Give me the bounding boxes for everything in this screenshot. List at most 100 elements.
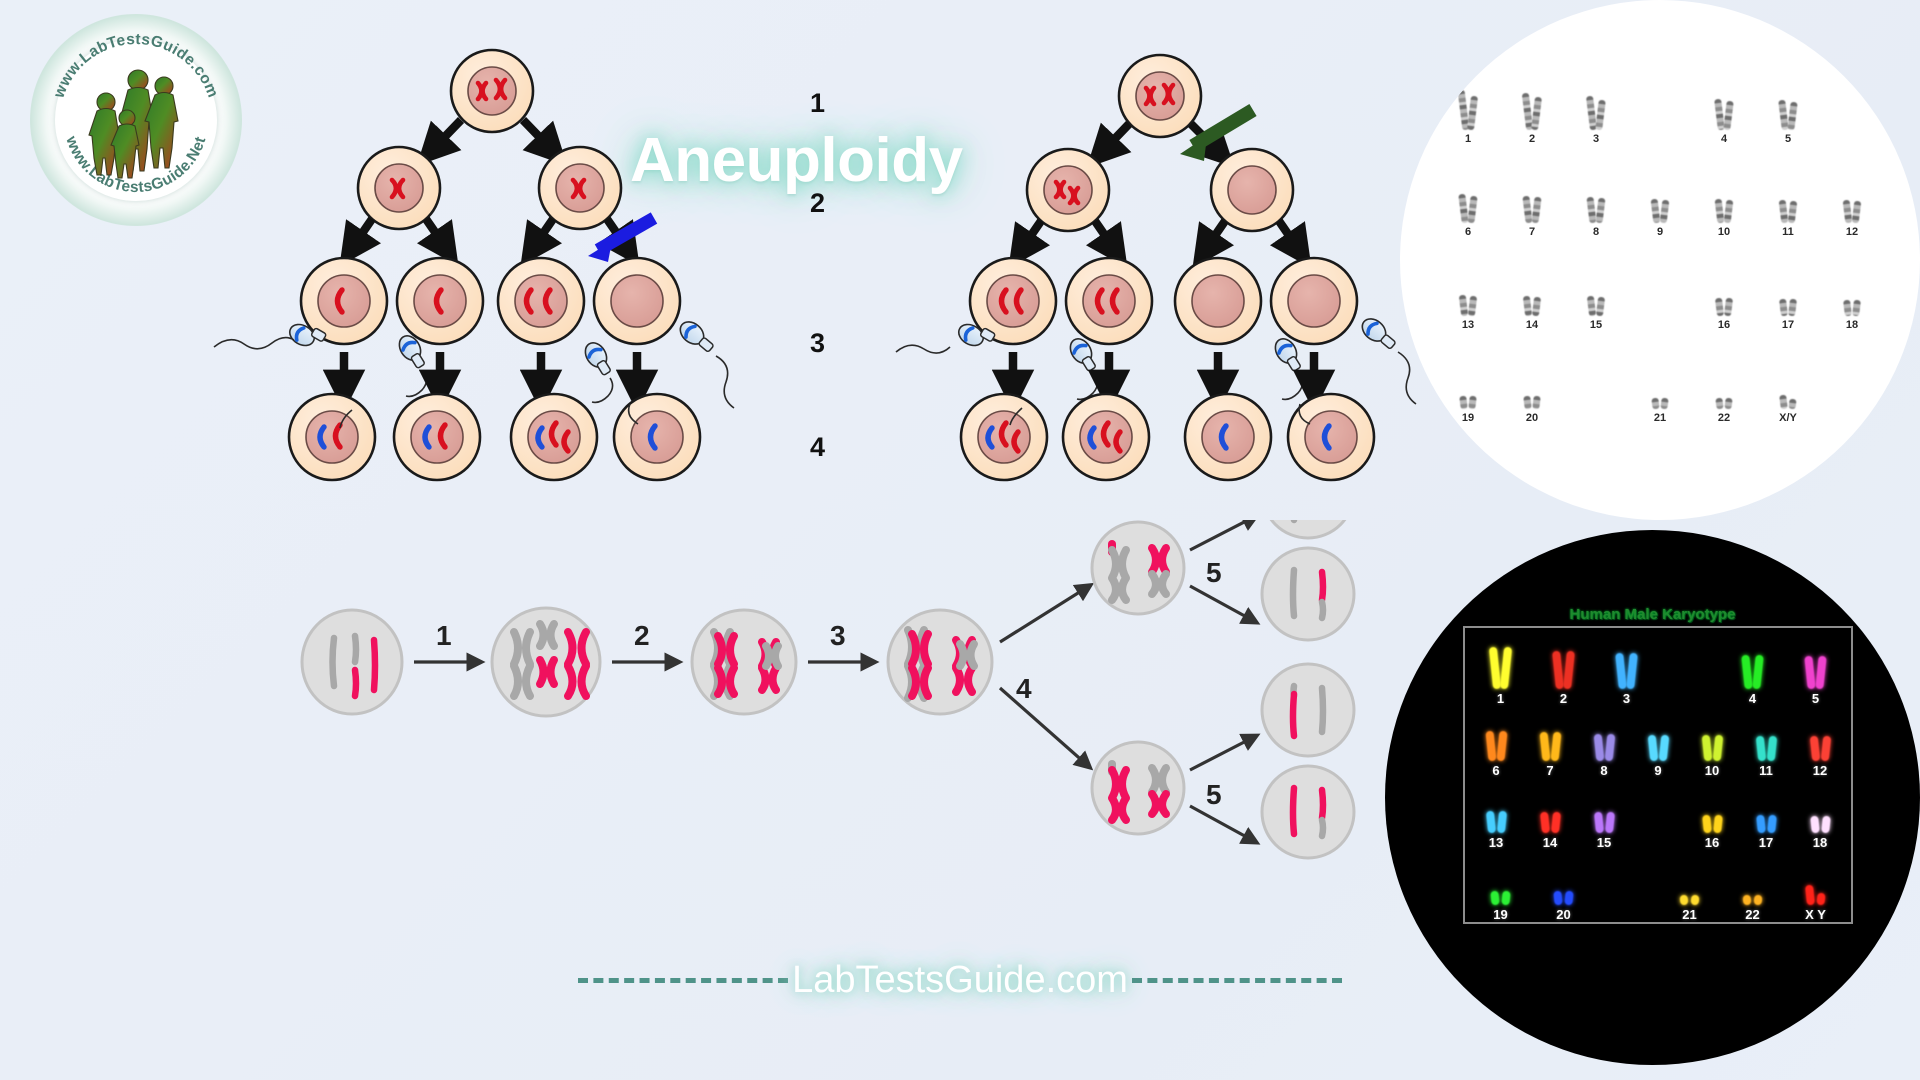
chromosome-pair-icon (1701, 715, 1723, 762)
chromosome-pair-icon (1809, 715, 1831, 762)
chromosome-icon (1495, 730, 1508, 762)
chromosome-icon (1723, 297, 1734, 317)
chromosome-icon (1660, 397, 1669, 410)
chromosome-icon (1615, 652, 1627, 690)
chromosome-icon (1593, 811, 1604, 834)
meiosis-right-stage3-cell-2 (1064, 256, 1154, 346)
chromosome-icon (1753, 894, 1763, 906)
chromosome-icon (1564, 890, 1574, 906)
karyotype-color-label: 19 (1493, 907, 1508, 922)
chromosome-pair-icon (1500, 264, 1564, 317)
sperm-right-3 (1274, 338, 1304, 401)
chromosome-icon (1484, 730, 1497, 762)
chromosome-pair-icon (1692, 264, 1756, 317)
karyotype-gray-pair: 2 (1500, 78, 1564, 145)
green-annotation-arrow (1180, 103, 1257, 161)
chromosome-pair-icon (1820, 264, 1884, 317)
chromosome-icon (1701, 734, 1712, 762)
karyotype-color-pair: 17 (1739, 778, 1793, 850)
chromosome-icon (1766, 814, 1777, 834)
chromosome-icon (1604, 733, 1615, 762)
footer-watermark: LabTestsGuide.com (0, 950, 1920, 1010)
karyotype-gray-pair: 17 (1756, 264, 1820, 331)
karyotype-color-label: 9 (1654, 763, 1662, 778)
chromosome-icon (1724, 397, 1733, 410)
chromosome-icon (1712, 734, 1723, 762)
karyotype-gray-pair: 22 (1692, 357, 1756, 424)
chromosome-pair-icon (1756, 357, 1820, 410)
karyotype-gray-label: 13 (1461, 319, 1475, 331)
chromosome-pair-icon (1484, 715, 1508, 762)
meiosis-left-stage1-cell (449, 48, 535, 134)
chromosome-icon (1843, 299, 1852, 317)
karyotype-color-pair: 22 (1721, 850, 1784, 922)
family-silhouette-icon (88, 69, 179, 179)
chromosome-icon (1723, 100, 1734, 131)
mitosis-arrow-5c (1189, 733, 1261, 772)
chromosome-icon (1595, 99, 1606, 131)
chromosome-icon (1679, 894, 1689, 906)
karyotype-gray-label: 2 (1528, 133, 1536, 145)
meiosis-stage-label-4: 4 (810, 432, 826, 462)
chromosome-icon (1539, 731, 1550, 762)
chromosome-pair-icon (1593, 715, 1615, 762)
chromosome-icon (1647, 734, 1658, 762)
karyotype-color-pair: 21 (1658, 850, 1721, 922)
karyotype-color-pair: 10 (1685, 706, 1739, 778)
karyotype-gray-label: 4 (1720, 133, 1728, 145)
karyotype-color-pair: 11 (1739, 706, 1793, 778)
chromosome-icon (1712, 814, 1723, 834)
karyotype-color-label: 13 (1488, 835, 1504, 850)
karyotype-color-pair: 16 (1685, 778, 1739, 850)
chromosome-pair-icon (1564, 78, 1628, 131)
mitosis-cell-prophase (490, 606, 602, 718)
karyotype-color-pair: 4 (1721, 634, 1784, 706)
karyotype-gray-gap (1628, 78, 1692, 145)
chromosome-icon (1778, 298, 1789, 317)
karyotype-gray-label: 1 (1464, 133, 1472, 145)
karyotype-gray-label: 18 (1845, 319, 1859, 331)
chromosome-icon (1804, 655, 1816, 690)
chromosome-icon (1532, 395, 1541, 410)
chromosome-icon (1820, 815, 1831, 834)
chromosome-icon (1809, 735, 1820, 762)
karyotype-gray-pair: 14 (1500, 264, 1564, 331)
chromosome-icon (1659, 199, 1670, 224)
chromosome-pair-icon (1564, 264, 1628, 317)
karyotype-gray-pair: 20 (1500, 357, 1564, 424)
karyotype-gray-gap (1628, 264, 1692, 331)
karyotype-color-gap (1595, 850, 1658, 922)
chromosome-icon (1501, 890, 1511, 906)
karyotype-gray-pair: 5 (1756, 78, 1820, 145)
karyotype-color-pair: X Y (1784, 850, 1847, 922)
chromosome-pair-icon (1756, 78, 1820, 131)
karyotype-color-label: 5 (1811, 691, 1820, 706)
chromosome-icon (1458, 294, 1469, 317)
site-logo[interactable]: www.LabTestsGuide.com www.LabTestsGuide.… (30, 14, 242, 226)
karyotype-color-pair: 13 (1469, 778, 1523, 850)
karyotype-gray-label: 5 (1784, 133, 1792, 145)
karyotype-color-label: 11 (1759, 763, 1773, 778)
arrow-right-2c (1192, 218, 1235, 269)
karyotype-gray-pair: 19 (1436, 357, 1500, 424)
meiosis-nondisjunction-diagram: .cell { fill:url(#cellg); stroke:#1a1a1a… (213, 48, 1417, 482)
mitosis-daughter-cell-3 (1260, 662, 1356, 758)
karyotype-gray-pair: 8 (1564, 171, 1628, 238)
karyotype-color-pair: 18 (1793, 778, 1847, 850)
chromosome-pair-icon (1628, 264, 1692, 316)
chromosome-icon (1787, 298, 1798, 317)
mitosis-cell-metaphase (886, 608, 994, 716)
karyotype-color-pair: 9 (1631, 706, 1685, 778)
chromosome-pair-icon (1485, 787, 1507, 834)
chromosome-icon (1467, 195, 1478, 224)
chromosome-icon (1626, 652, 1638, 690)
chromosome-icon (1787, 101, 1798, 131)
karyotype-gray-pair: 10 (1692, 171, 1756, 238)
chromosome-icon (1595, 197, 1606, 224)
karyotype-color-label: 22 (1745, 907, 1760, 922)
karyotype-gray-label: 7 (1528, 226, 1536, 238)
